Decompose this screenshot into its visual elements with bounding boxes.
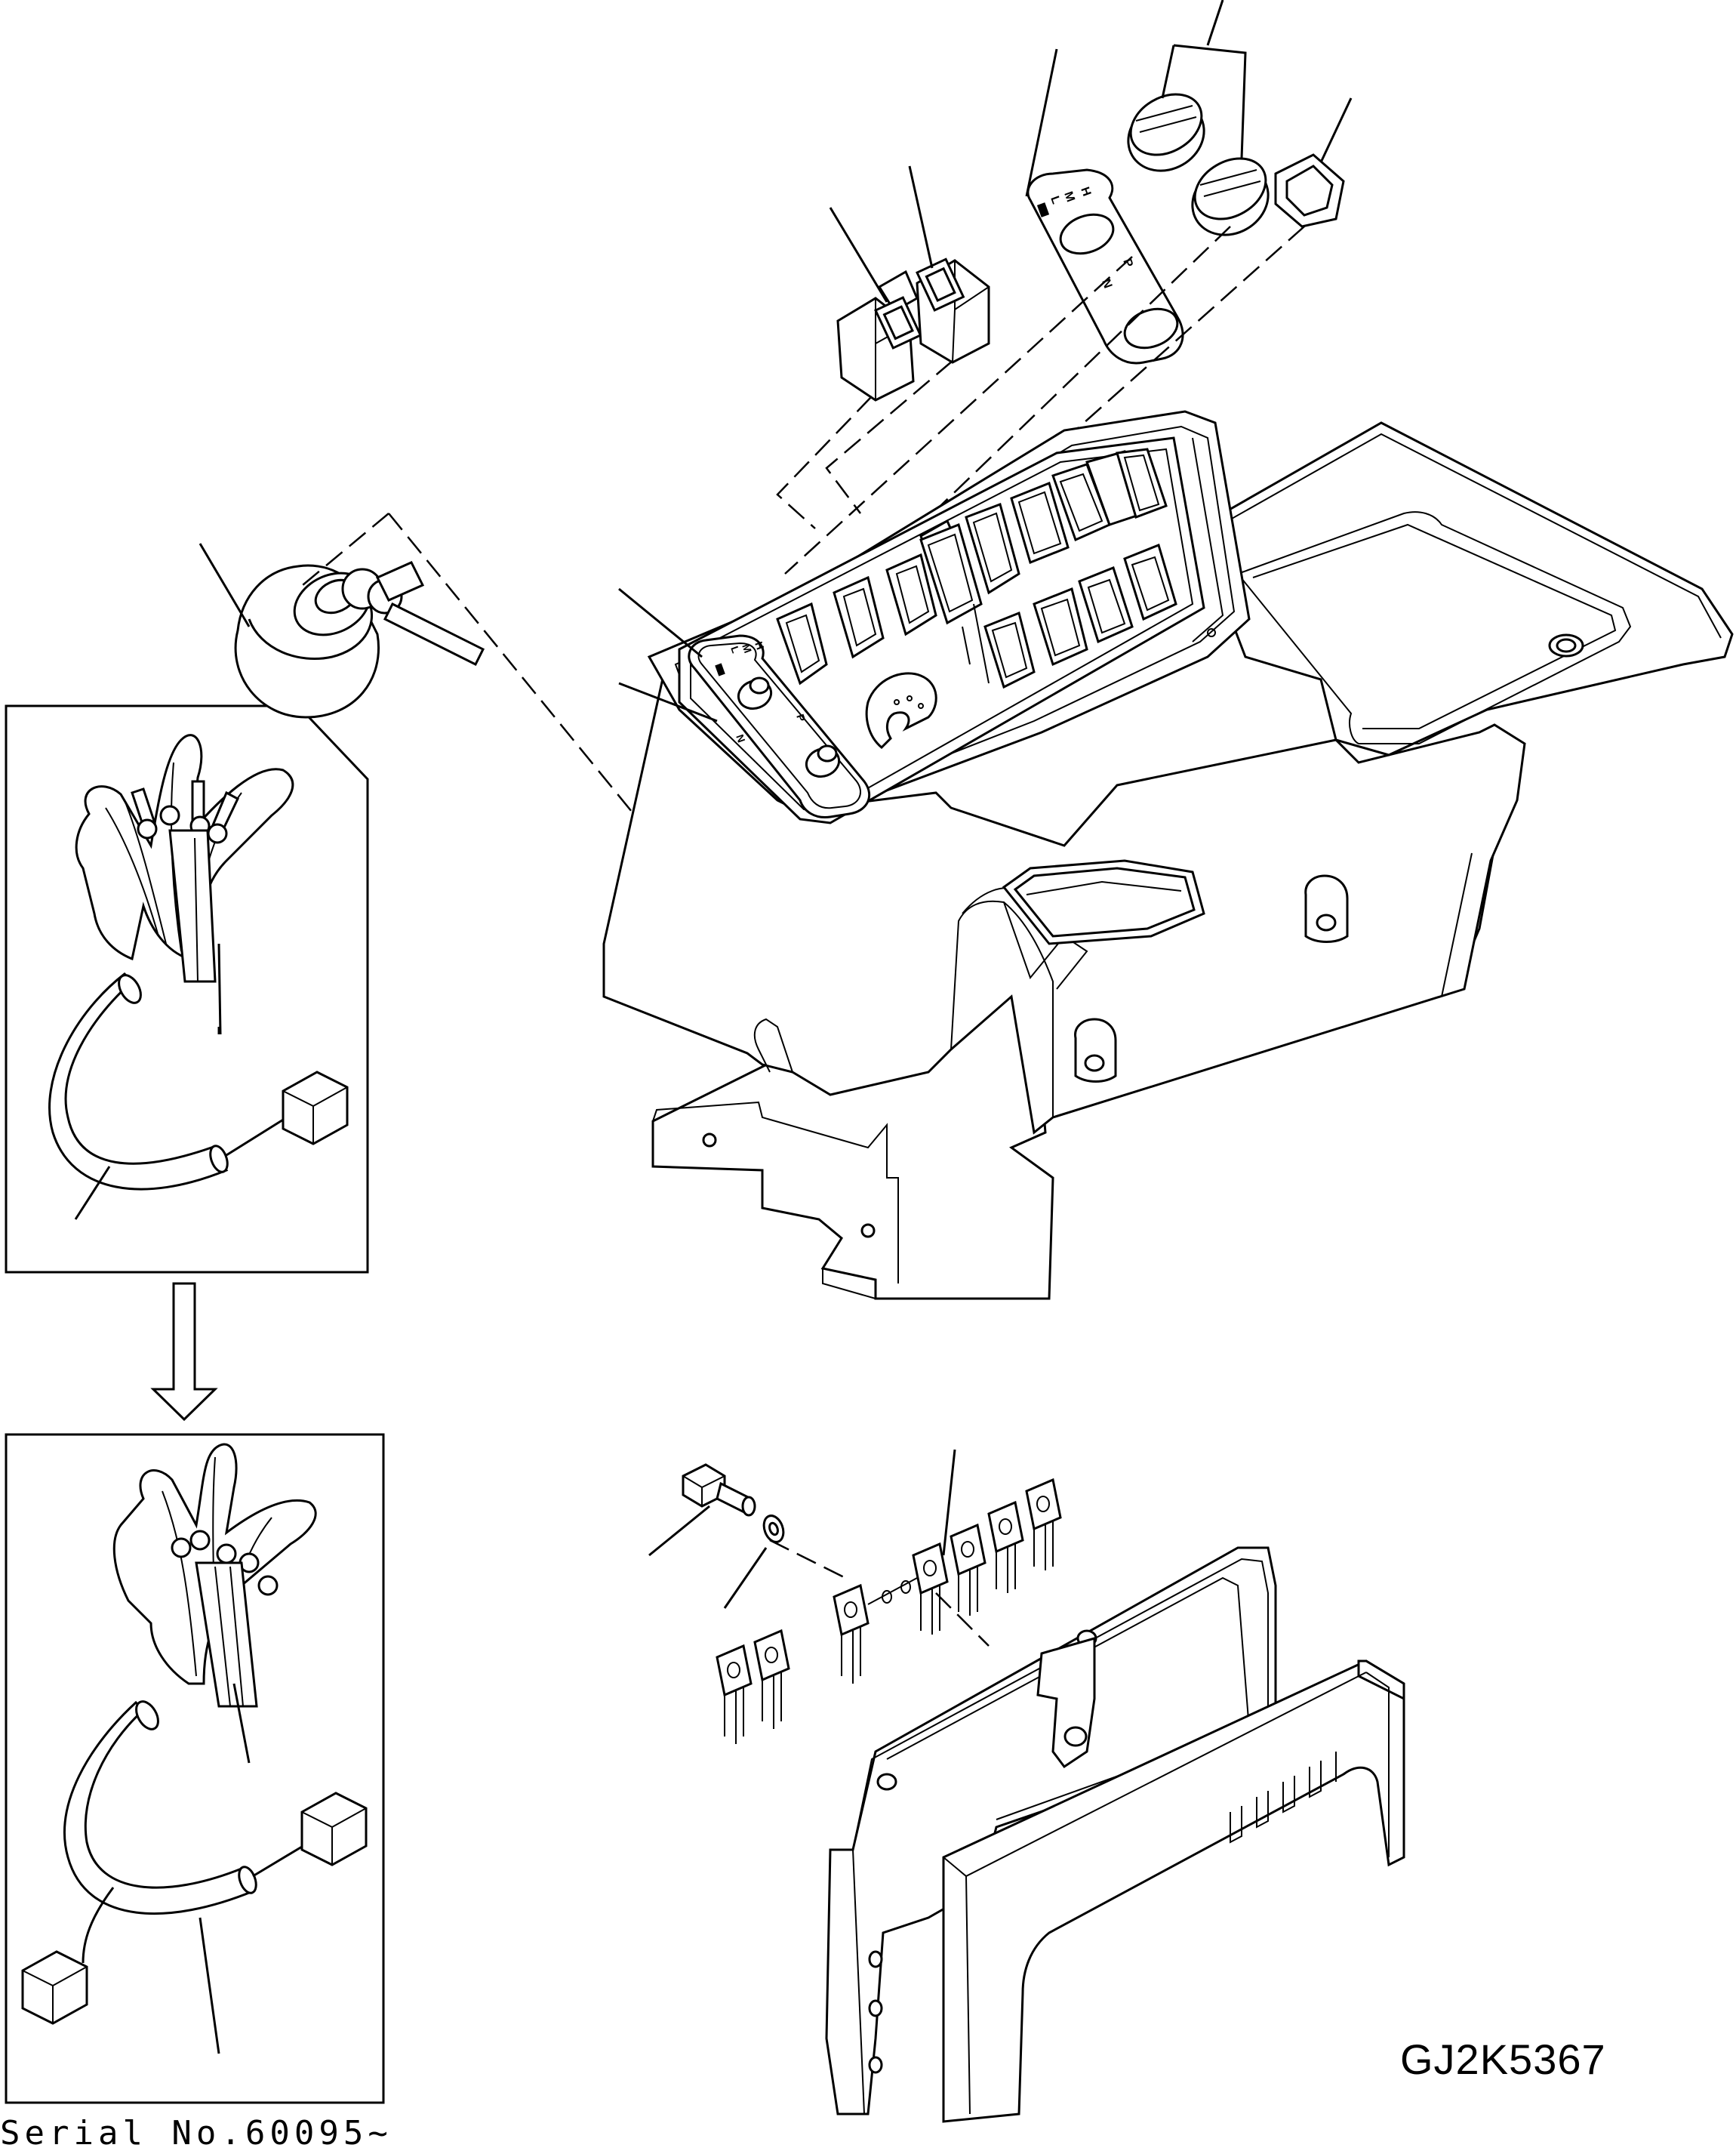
- knobs: [1116, 0, 1281, 248]
- panel-mark-m: M: [740, 643, 754, 655]
- connector-icon: [302, 1793, 366, 1865]
- washer: [725, 1513, 786, 1608]
- connector-icon: [23, 1952, 87, 2023]
- drawing-code: GJ2K5367: [1400, 2035, 1606, 2083]
- harness-after: [23, 1444, 366, 2054]
- bolt: [649, 1465, 755, 1555]
- cap: [1276, 98, 1351, 226]
- harness-before: [50, 735, 347, 1219]
- plate-mark-h: H: [1078, 186, 1093, 199]
- harness-box-after: [6, 1434, 383, 2103]
- serial-note: Serial No.60095~: [0, 2114, 392, 2152]
- panel-switch-row: [777, 449, 1176, 687]
- console: L M H N P: [604, 411, 1732, 1299]
- name-plate: L M H N P: [1027, 49, 1183, 363]
- key-icon: [368, 562, 483, 664]
- fuse-box: [649, 1450, 1404, 2122]
- key-switch: [200, 544, 483, 717]
- down-arrow-icon: [153, 1283, 215, 1419]
- harness-box-before: [6, 706, 368, 1272]
- rocker-switches: [830, 166, 989, 400]
- plate-mark-m: M: [1061, 190, 1077, 204]
- plate-mark-n: N: [1099, 278, 1114, 291]
- connector-icon: [283, 1072, 347, 1144]
- fuse-holders: [717, 1450, 1060, 1744]
